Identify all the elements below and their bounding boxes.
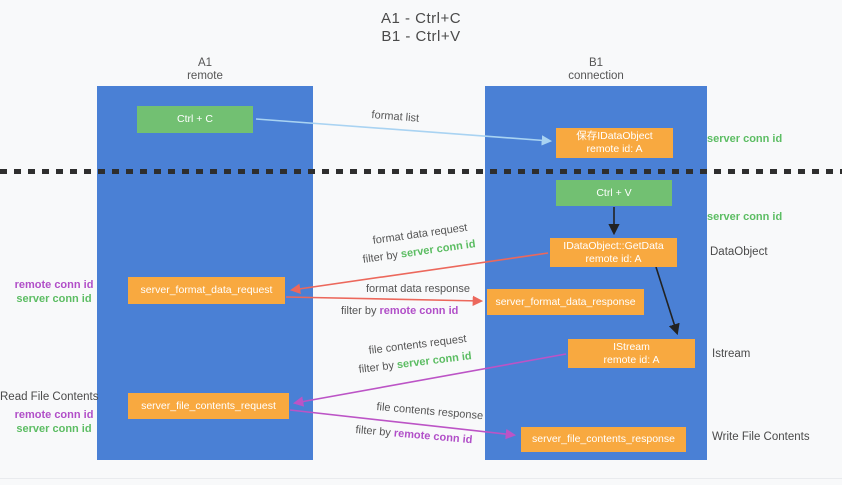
server-conn-id-annotation-top: server conn id <box>707 133 783 145</box>
right-column-subtitle: connection <box>568 70 624 82</box>
server-conn-id-annotation-left-mid: server conn id <box>16 292 92 305</box>
server-format-data-request-label: server_format_data_request <box>140 284 273 296</box>
write-file-contents-annotation: Write File Contents <box>712 431 810 443</box>
remote-conn-id-annotation-bottom: remote conn id <box>14 409 94 421</box>
remote-conn-id-annotation-mid: remote conn id <box>14 279 94 291</box>
ctrl-v-label: Ctrl + V <box>596 186 632 199</box>
title-line-2: B1 - Ctrl+V <box>381 28 461 45</box>
ctrl-c-node: Ctrl + C <box>137 106 253 133</box>
left-column-subtitle: remote <box>187 70 223 82</box>
filter-by-text: filter by <box>362 248 402 266</box>
left-mid-conn-ids: remote conn id server conn id <box>8 279 100 306</box>
server-conn-id-annotation-left-bottom: server conn id <box>16 422 92 435</box>
right-column-header: B1 connection <box>546 57 646 83</box>
istream-node: IStream remote id: A <box>568 339 695 368</box>
istream-annotation: Istream <box>712 348 751 360</box>
dataobject-annotation: DataObject <box>710 246 768 258</box>
save-idataobject-node: 保存IDataObject remote id: A <box>556 128 673 158</box>
phase-separator-dashed-line <box>0 169 842 174</box>
file-contents-response-filter-label: filter by remote conn id <box>355 424 473 446</box>
istream-line2: remote id: A <box>603 353 660 366</box>
filter-by-text: filter by <box>341 305 380 317</box>
filter-by-text: filter by <box>358 359 398 376</box>
getdata-node: IDataObject::GetData remote id: A <box>550 238 677 267</box>
right-column-name: B1 <box>588 57 604 69</box>
format-data-response-filter-label: filter by remote conn id <box>341 305 458 317</box>
save-idataobject-line2: remote id: A <box>586 143 643 155</box>
server-file-contents-request-label: server_file_contents_request <box>141 399 276 412</box>
remote-conn-id-filter-value: remote conn id <box>393 427 473 447</box>
format-list-label: format list <box>371 109 420 125</box>
diagram-title: A1 - Ctrl+C B1 - Ctrl+V <box>0 10 842 46</box>
left-bottom-conn-ids: remote conn id server conn id <box>8 409 100 436</box>
server-file-contents-response-node: server_file_contents_response <box>521 427 686 452</box>
server-format-data-response-node: server_format_data_response <box>487 289 644 315</box>
server-format-data-request-node: server_format_data_request <box>128 277 285 304</box>
title-line-1: A1 - Ctrl+C <box>380 10 462 27</box>
server-conn-id-filter-value: server conn id <box>396 350 473 372</box>
getdata-line1: IDataObject::GetData <box>563 239 664 252</box>
left-column-header: A1 remote <box>155 57 255 83</box>
read-file-contents-annotation: Read File Contents <box>0 391 99 403</box>
remote-conn-id-filter-value: remote conn id <box>379 305 459 317</box>
server-format-data-response-label: server_format_data_response <box>495 295 636 308</box>
bottom-edge-line <box>0 478 842 479</box>
filter-by-text: filter by <box>354 424 395 440</box>
server-file-contents-response-label: server_file_contents_response <box>531 433 675 445</box>
left-column-name: A1 <box>197 57 213 69</box>
getdata-line2: remote id: A <box>585 252 642 265</box>
save-idataobject-line1: 保存IDataObject <box>576 130 653 142</box>
ctrl-c-label: Ctrl + C <box>177 113 213 125</box>
server-file-contents-request-node: server_file_contents_request <box>128 393 289 419</box>
format-data-response-arrow <box>285 295 484 307</box>
ctrl-v-node: Ctrl + V <box>556 180 672 206</box>
server-conn-id-annotation-mid: server conn id <box>707 211 783 223</box>
format-data-response-label: format data response <box>366 283 470 295</box>
istream-line1: IStream <box>613 340 650 353</box>
file-contents-response-label: file contents response <box>375 401 484 423</box>
